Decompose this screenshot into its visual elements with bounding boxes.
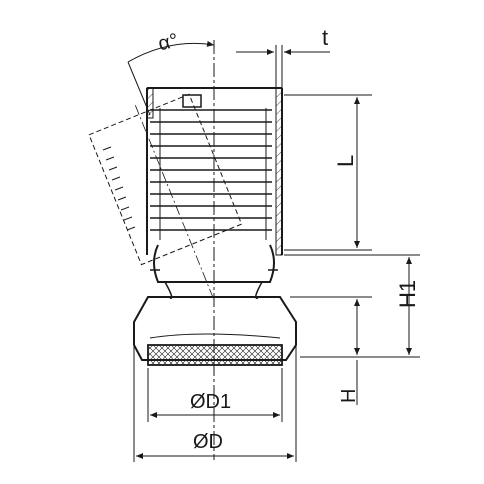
threaded-stud	[150, 94, 272, 240]
thread-teeth	[102, 146, 136, 231]
height-label: H	[338, 389, 360, 403]
foot-base	[133, 296, 297, 366]
diameter-inner-label: ØD1	[190, 391, 231, 413]
diameter-outer-label: ØD	[193, 431, 223, 453]
angle-dimension: α°	[127, 30, 215, 116]
thickness-label: t	[322, 25, 328, 50]
length-label: L	[333, 155, 358, 167]
sleeve	[146, 87, 283, 256]
tilted-stud-outline	[88, 93, 243, 301]
d1-dimension: ØD1	[147, 368, 283, 422]
angle-label: α°	[156, 30, 180, 56]
thickness-dimension: t	[236, 25, 330, 88]
height-total-label: H1	[395, 280, 420, 308]
length-dimension: L	[284, 94, 372, 251]
ball-joint	[150, 244, 278, 299]
h-dimension: H	[290, 296, 372, 405]
d-dimension: ØD	[133, 345, 297, 462]
h1-dimension: H1	[284, 254, 420, 358]
